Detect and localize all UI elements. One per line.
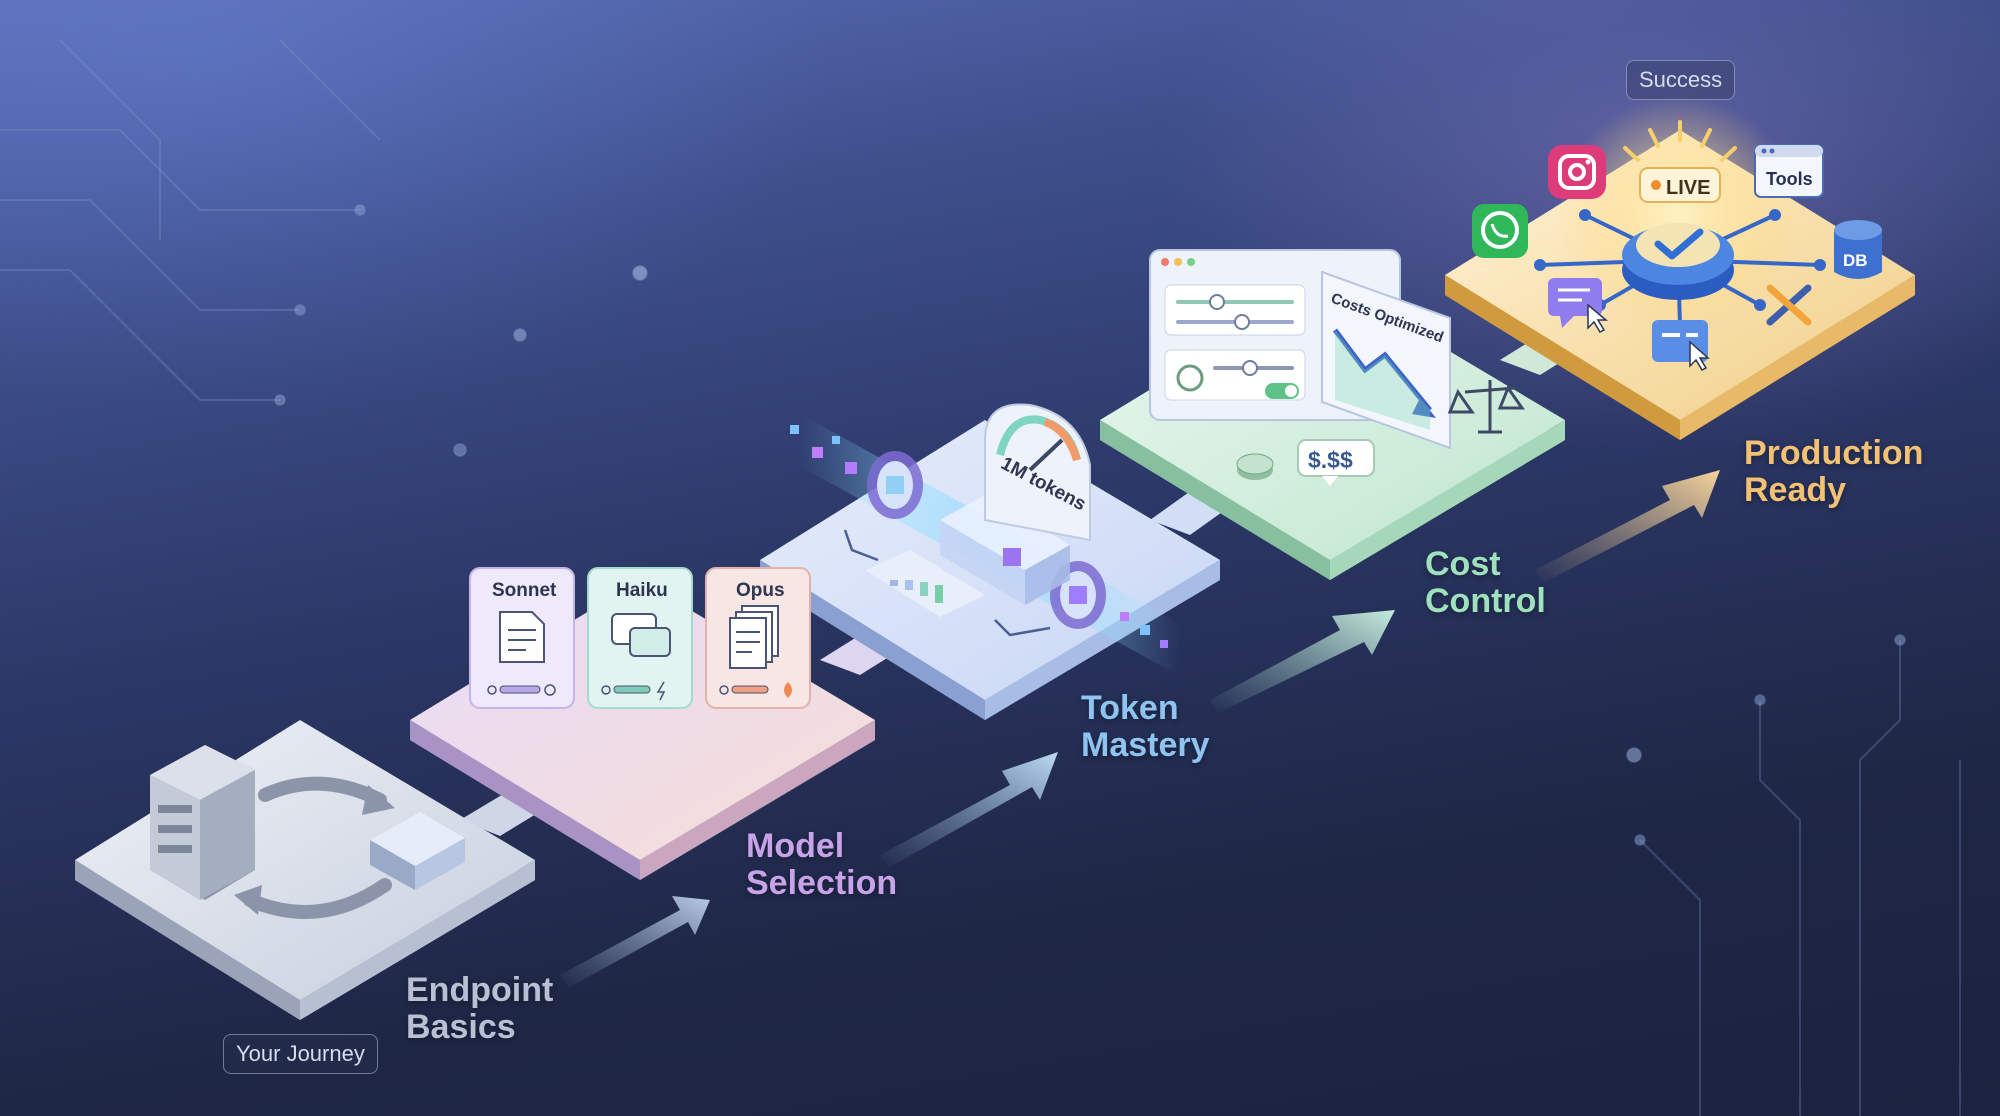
- model-card-opus: [705, 567, 811, 709]
- stage-label-token-mastery: Token Mastery: [1081, 689, 1210, 764]
- progress-arrow-1: [560, 896, 710, 988]
- price-tag-label: $.$$: [1308, 447, 1353, 473]
- document-icon: [499, 611, 545, 663]
- database-label: DB: [1843, 251, 1868, 270]
- whatsapp-icon: [1472, 204, 1528, 258]
- model-card-opus-label: Opus: [736, 580, 785, 601]
- token-processor-box: [940, 495, 1070, 605]
- balance-scale-icon: [1447, 380, 1525, 434]
- live-badge: [1639, 167, 1721, 203]
- your-journey-badge: Your Journey: [223, 1034, 378, 1074]
- check-hub-icon: [1622, 223, 1734, 300]
- progress-arrow-2: [880, 752, 1058, 868]
- costs-optimized-chart-card: [1321, 270, 1451, 450]
- light-rays: [1623, 120, 1737, 162]
- speed-gauge-icon: [984, 403, 1091, 542]
- model-card-haiku-label: Haiku: [616, 580, 668, 601]
- stage-label-production-ready: Production Ready: [1744, 434, 1924, 509]
- sync-arrow-heads: [234, 785, 395, 915]
- price-tag-badge: [1297, 439, 1375, 486]
- endpoint-box-icon: [370, 812, 465, 890]
- tools-window-label: Tools: [1766, 169, 1813, 189]
- server-icon: [150, 745, 255, 900]
- instagram-icon: [1548, 145, 1606, 199]
- model-card-sonnet: [469, 567, 575, 709]
- flow-arrow-lines: [843, 529, 1051, 637]
- stage-label-endpoint-basics: Endpoint Basics: [406, 971, 554, 1046]
- circuit-decoration-left: [0, 39, 648, 457]
- circuit-decoration-right: [1626, 634, 1961, 1116]
- stage-label-cost-control: Cost Control: [1425, 545, 1546, 620]
- wrench-icon: [1766, 284, 1812, 326]
- window-cursor-icon: [1652, 320, 1710, 371]
- tools-window-icon: [1754, 144, 1824, 198]
- token-bar-chart: [865, 550, 985, 617]
- live-badge-label: LIVE: [1666, 177, 1710, 199]
- model-card-haiku: [587, 567, 693, 709]
- database-icon: [1834, 220, 1882, 279]
- token-ring-left: [867, 451, 923, 519]
- success-halo: [1558, 95, 1798, 335]
- token-particles: [790, 425, 1168, 648]
- success-badge: Success: [1626, 60, 1736, 100]
- progress-arrow-4: [1535, 470, 1720, 583]
- progress-arrow-3: [1210, 610, 1395, 713]
- stage-label-model-selection: Model Selection: [746, 827, 898, 902]
- coin-icon: [1236, 453, 1274, 480]
- chat-icon: [1548, 278, 1609, 333]
- model-card-sonnet-label: Sonnet: [492, 580, 557, 601]
